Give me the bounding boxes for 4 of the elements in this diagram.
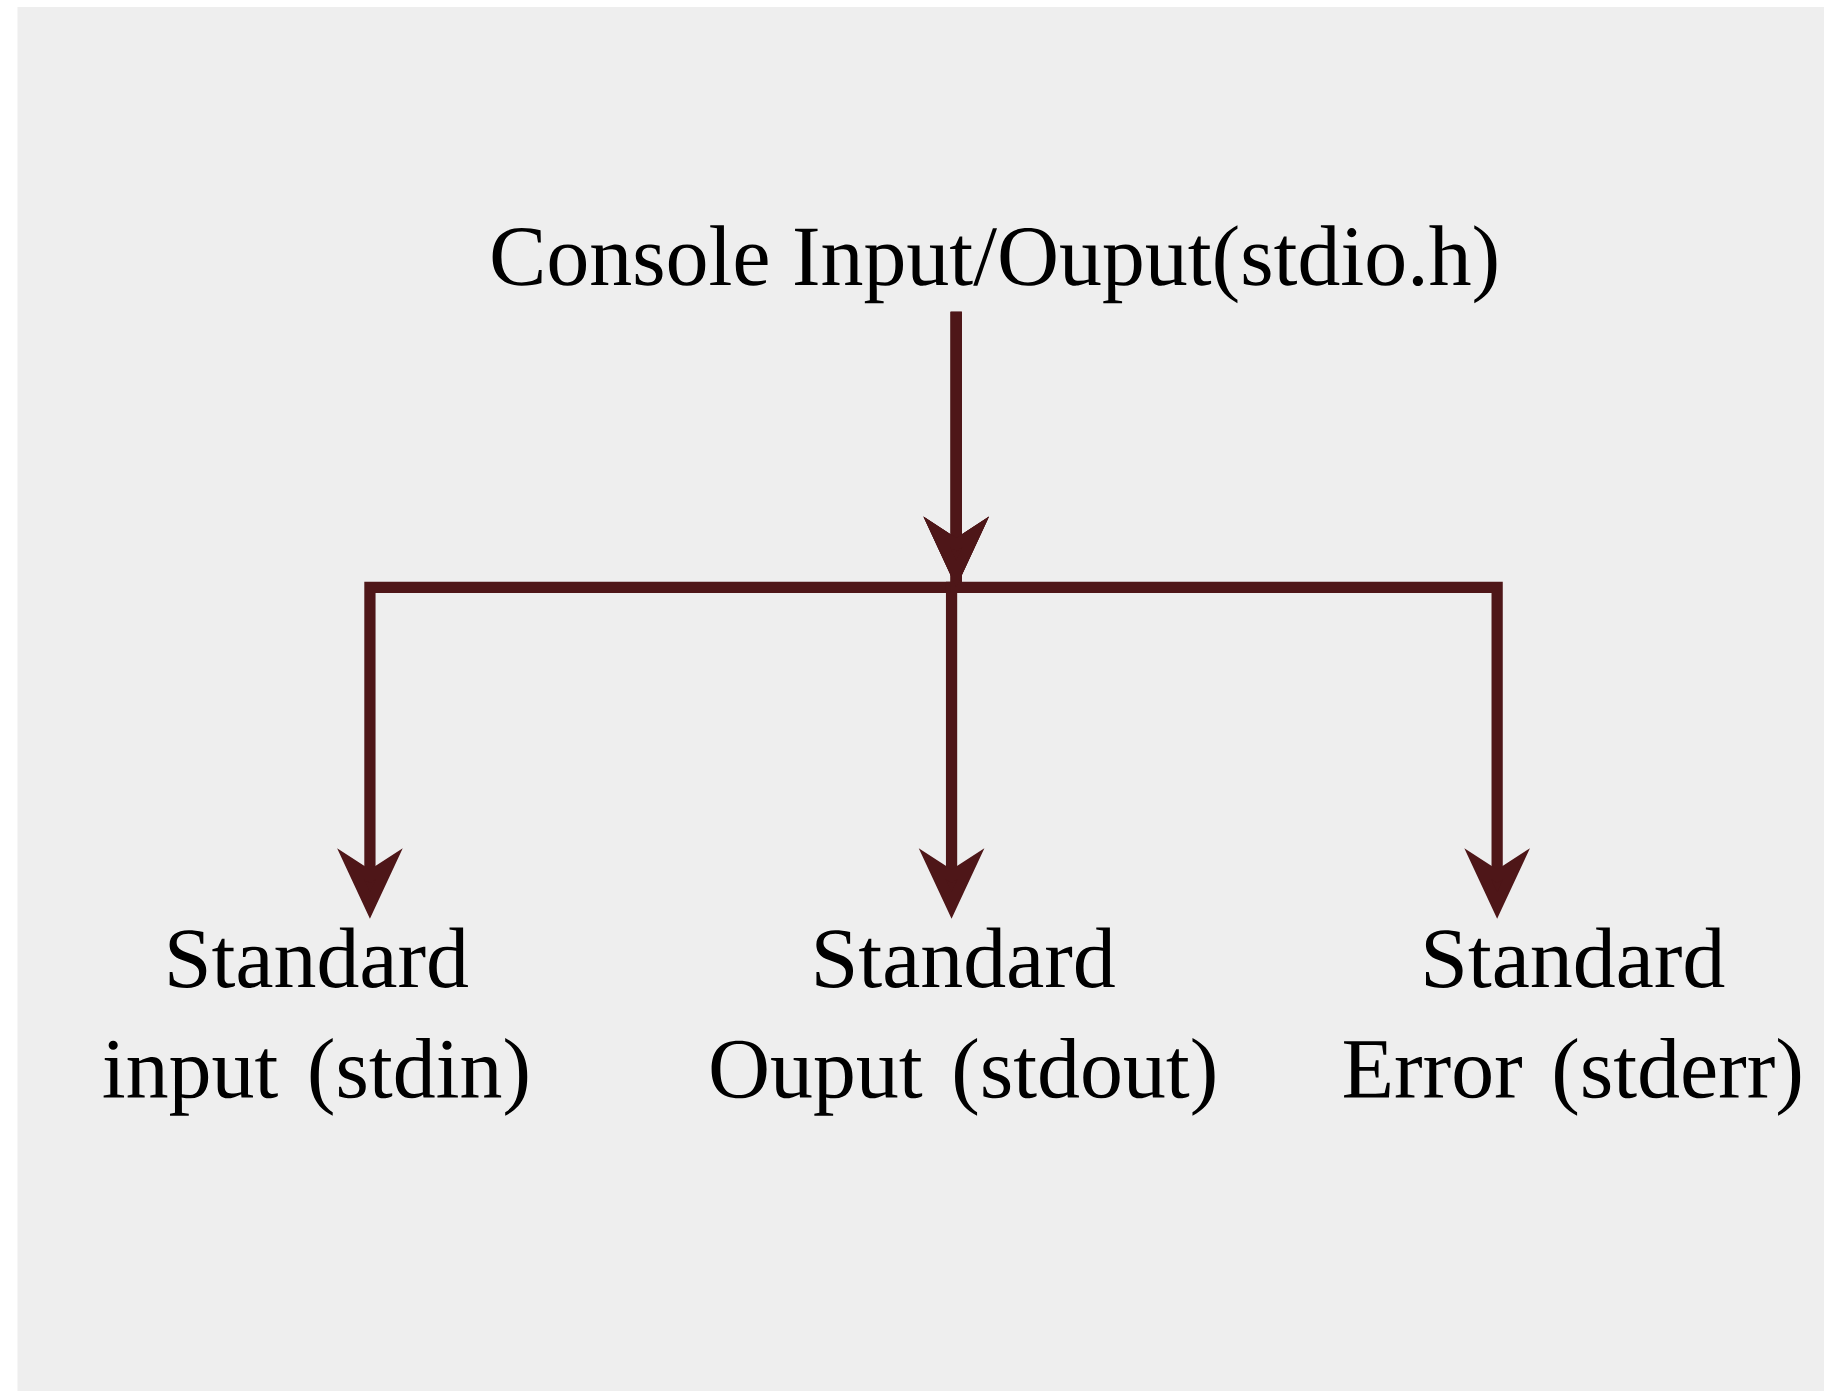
heading: Console Input/Ouput(stdio.h) xyxy=(492,225,1497,304)
stream-label: Standard Error (stderr) xyxy=(1344,927,1801,1116)
stream-label: Standard input (stdin) xyxy=(103,927,528,1116)
stream-label: Standard Ouput (stdout) xyxy=(711,927,1215,1116)
